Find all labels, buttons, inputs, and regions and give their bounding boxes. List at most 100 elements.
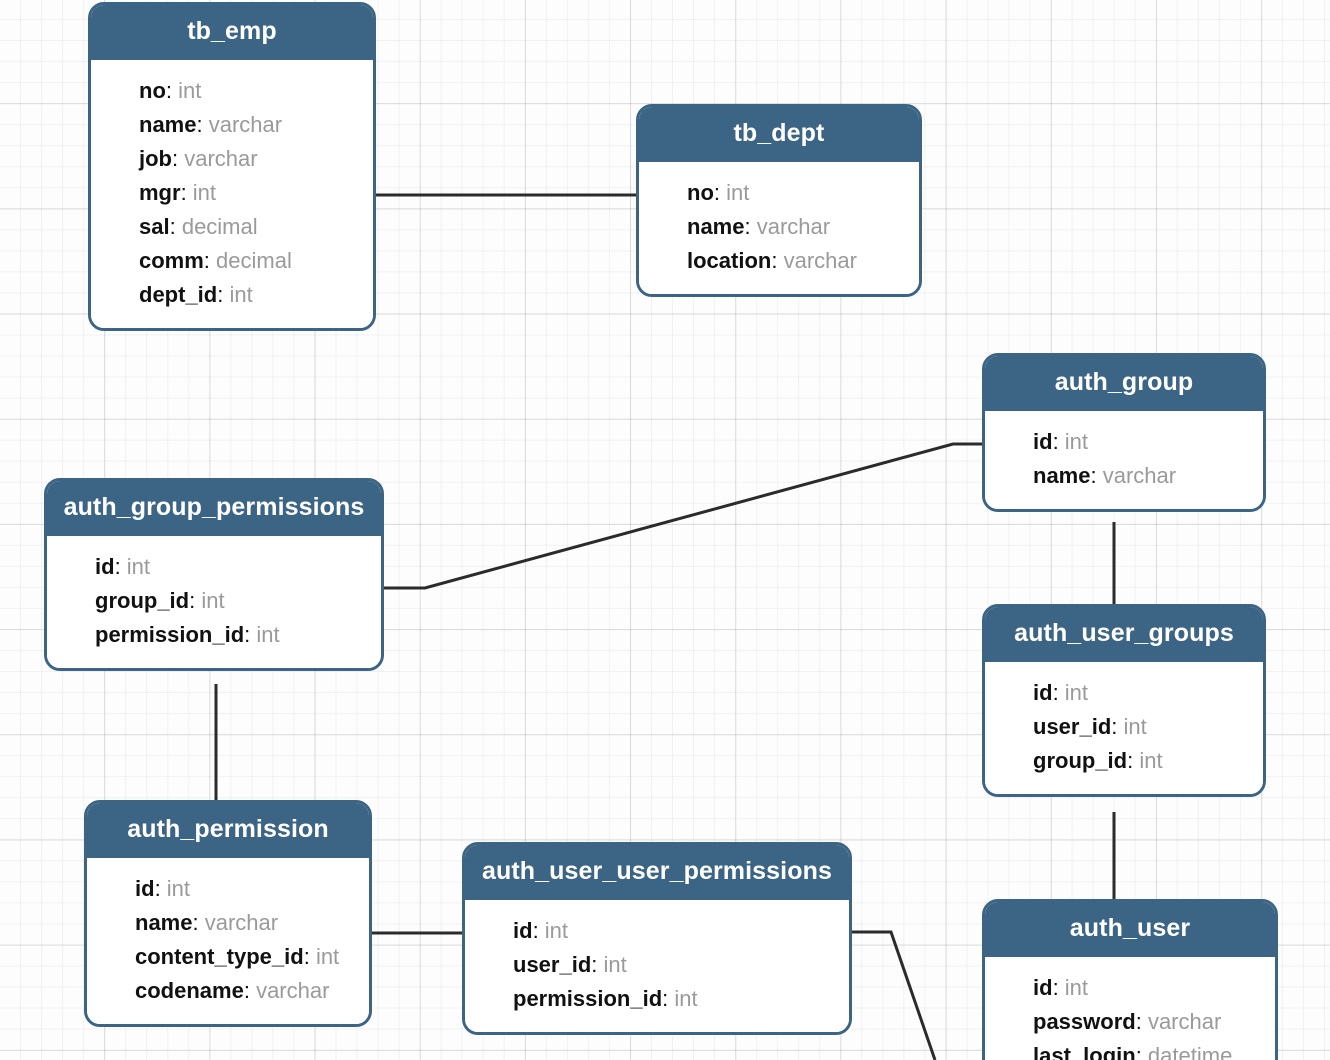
entity-title-auth_group: auth_group bbox=[985, 356, 1263, 411]
field-row: name: varchar bbox=[91, 108, 373, 142]
field-separator: : bbox=[114, 554, 127, 579]
field-separator: : bbox=[192, 910, 205, 935]
entity-title-tb_emp: tb_emp bbox=[91, 5, 373, 60]
field-type: int bbox=[1139, 748, 1163, 773]
field-name: permission_id bbox=[95, 622, 245, 647]
field-separator: : bbox=[1052, 429, 1065, 454]
relationship-line-auth_group_permissions-auth_group bbox=[384, 442, 983, 590]
field-row: permission_id: int bbox=[47, 618, 381, 652]
field-separator: : bbox=[203, 248, 217, 273]
field-row: user_id: int bbox=[985, 710, 1263, 744]
field-type: int bbox=[178, 78, 202, 103]
field-type: int bbox=[1064, 975, 1089, 1000]
field-separator: : bbox=[591, 952, 604, 977]
field-name: group_id bbox=[1033, 748, 1128, 773]
field-separator: : bbox=[744, 214, 757, 239]
field-type: varchar bbox=[1102, 463, 1177, 488]
field-type: int bbox=[603, 952, 627, 977]
field-separator: : bbox=[189, 588, 202, 613]
field-type: int bbox=[1064, 680, 1089, 705]
field-name: dept_id bbox=[139, 282, 218, 307]
field-row: mgr: int bbox=[91, 176, 373, 210]
field-row: content_type_id: int bbox=[87, 940, 369, 974]
field-name: no bbox=[687, 180, 714, 205]
field-row: location: varchar bbox=[639, 244, 919, 278]
field-separator: : bbox=[1135, 1043, 1148, 1060]
field-separator: : bbox=[1052, 975, 1065, 1000]
field-type: varchar bbox=[1147, 1009, 1222, 1034]
field-name: id bbox=[95, 554, 115, 579]
field-type: int bbox=[256, 622, 280, 647]
field-row: id: int bbox=[985, 971, 1275, 1005]
field-name: last_login bbox=[1033, 1043, 1136, 1060]
field-row: password: varchar bbox=[985, 1005, 1275, 1039]
field-row: name: varchar bbox=[639, 210, 919, 244]
entity-title-auth_user: auth_user bbox=[985, 902, 1275, 957]
field-name: content_type_id bbox=[135, 944, 304, 969]
entity-title-tb_dept: tb_dept bbox=[639, 107, 919, 162]
field-type: int bbox=[229, 282, 253, 307]
field-separator: : bbox=[243, 978, 257, 1003]
field-row: user_id: int bbox=[465, 948, 849, 982]
field-name: name bbox=[687, 214, 745, 239]
field-row: id: int bbox=[465, 914, 849, 948]
field-separator: : bbox=[217, 282, 230, 307]
field-separator: : bbox=[532, 918, 545, 943]
field-name: job bbox=[139, 146, 172, 171]
field-type: int bbox=[1064, 429, 1089, 454]
field-separator: : bbox=[1127, 748, 1140, 773]
field-type: int bbox=[674, 986, 698, 1011]
entity-fields-auth_group: id: int name: varchar bbox=[985, 411, 1263, 509]
field-name: id bbox=[1033, 429, 1053, 454]
field-type: varchar bbox=[783, 248, 857, 273]
field-row: group_id: int bbox=[985, 744, 1263, 778]
field-type: varchar bbox=[208, 112, 283, 137]
field-separator: : bbox=[196, 112, 209, 137]
field-row: codename: varchar bbox=[87, 974, 369, 1008]
field-type: datetime bbox=[1147, 1043, 1233, 1060]
entity-title-auth_permission: auth_permission bbox=[87, 803, 369, 858]
field-name: user_id bbox=[513, 952, 592, 977]
field-row: name: varchar bbox=[87, 906, 369, 940]
relationship-line-auth_user_user_permissions-auth_user bbox=[852, 930, 937, 1060]
field-type: int bbox=[1123, 714, 1147, 739]
field-name: id bbox=[513, 918, 533, 943]
field-separator: : bbox=[303, 944, 316, 969]
entity-title-auth_group_permissions: auth_group_permissions bbox=[47, 481, 381, 536]
field-row: id: int bbox=[47, 550, 381, 584]
field-type: int bbox=[126, 554, 151, 579]
field-separator: : bbox=[172, 146, 185, 171]
field-separator: : bbox=[180, 180, 193, 205]
field-row: id: int bbox=[985, 425, 1263, 459]
field-name: password bbox=[1033, 1009, 1136, 1034]
field-separator: : bbox=[1052, 680, 1065, 705]
field-row: last_login: datetime bbox=[985, 1039, 1275, 1060]
field-row: permission_id: int bbox=[465, 982, 849, 1016]
field-type: int bbox=[201, 588, 225, 613]
field-row: dept_id: int bbox=[91, 278, 373, 312]
field-name: name bbox=[1033, 463, 1091, 488]
field-name: id bbox=[1033, 975, 1053, 1000]
field-name: no bbox=[139, 78, 166, 103]
field-separator: : bbox=[169, 214, 182, 239]
field-name: comm bbox=[139, 248, 204, 273]
field-separator: : bbox=[713, 180, 727, 205]
field-separator: : bbox=[244, 622, 257, 647]
field-separator: : bbox=[1135, 1009, 1148, 1034]
field-type: int bbox=[544, 918, 569, 943]
field-type: int bbox=[166, 876, 191, 901]
field-type: int bbox=[726, 180, 750, 205]
entity-auth_group[interactable]: auth_group id: int name: varchar bbox=[982, 353, 1266, 512]
field-separator: : bbox=[154, 876, 167, 901]
field-separator: : bbox=[662, 986, 675, 1011]
